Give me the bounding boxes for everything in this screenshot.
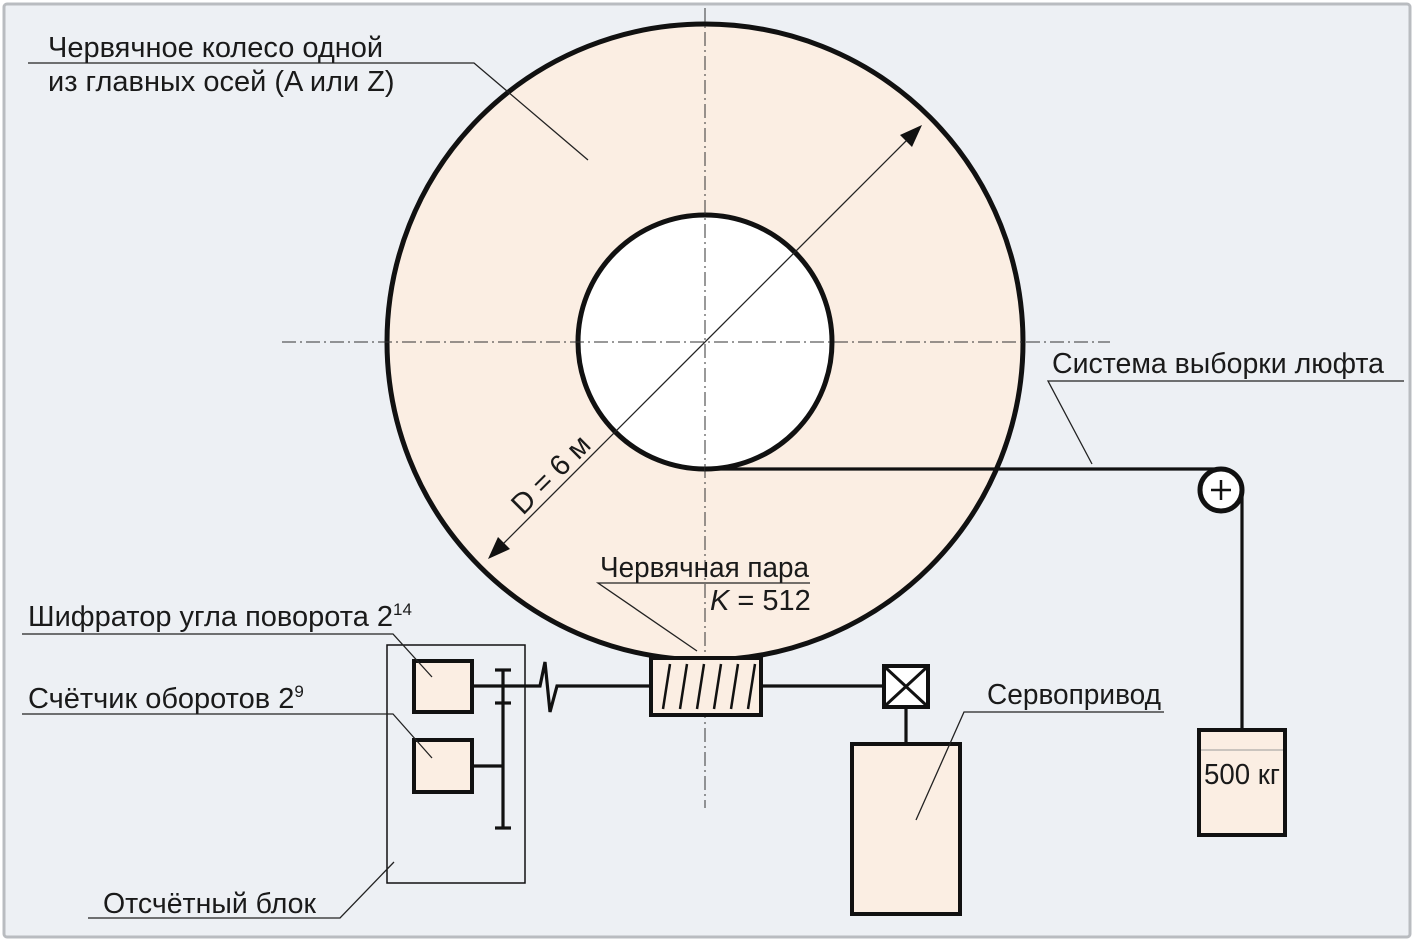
worm-ratio-label: K = 512	[710, 585, 811, 617]
input-shaft	[472, 661, 651, 713]
ratio-variable: K	[710, 585, 731, 617]
ratio-value: = 512	[729, 585, 810, 617]
weight-box	[1197, 728, 1287, 837]
readout-block	[386, 644, 526, 884]
servo-label: Сервопривод	[987, 679, 1161, 711]
readout-label: Отсчётный блок	[103, 888, 316, 920]
worm-threads	[661, 663, 757, 710]
backlash-label: Система выборки люфта	[1052, 348, 1385, 380]
servo-leader-line	[915, 711, 1164, 821]
counter-exponent: 9	[294, 682, 303, 701]
worm-pair-label: Червячная пара	[600, 552, 810, 584]
encoder-label-text: Шифратор угла поворота 2	[28, 601, 393, 633]
encoder-leader-line	[22, 633, 433, 678]
diameter-arrow-bottom	[488, 537, 510, 559]
wheel-label-line2: из главных осей (A или Z)	[48, 66, 395, 98]
counter-label: Счётчик оборотов 29	[28, 682, 304, 715]
diameter-arrow-top	[900, 125, 922, 147]
counter-leader-line	[22, 713, 433, 759]
encoder-exponent: 14	[393, 600, 412, 619]
weight-label: 500 кг	[1204, 759, 1280, 791]
wheel-label-line1: Червячное колесо одной	[48, 32, 383, 64]
counter-label-text: Счётчик оборотов 2	[28, 683, 294, 715]
encoder-label: Шифратор угла поворота 214	[28, 600, 412, 633]
diameter-dimension-line	[493, 130, 917, 554]
servo-box	[850, 742, 962, 916]
backlash-leader-line	[1046, 380, 1404, 465]
readout-leader-line	[88, 861, 395, 919]
worm-leader-line	[595, 582, 810, 652]
encoder-box	[412, 659, 474, 714]
wheel-leader-line	[28, 62, 589, 161]
coupling-cross-2	[884, 666, 928, 707]
